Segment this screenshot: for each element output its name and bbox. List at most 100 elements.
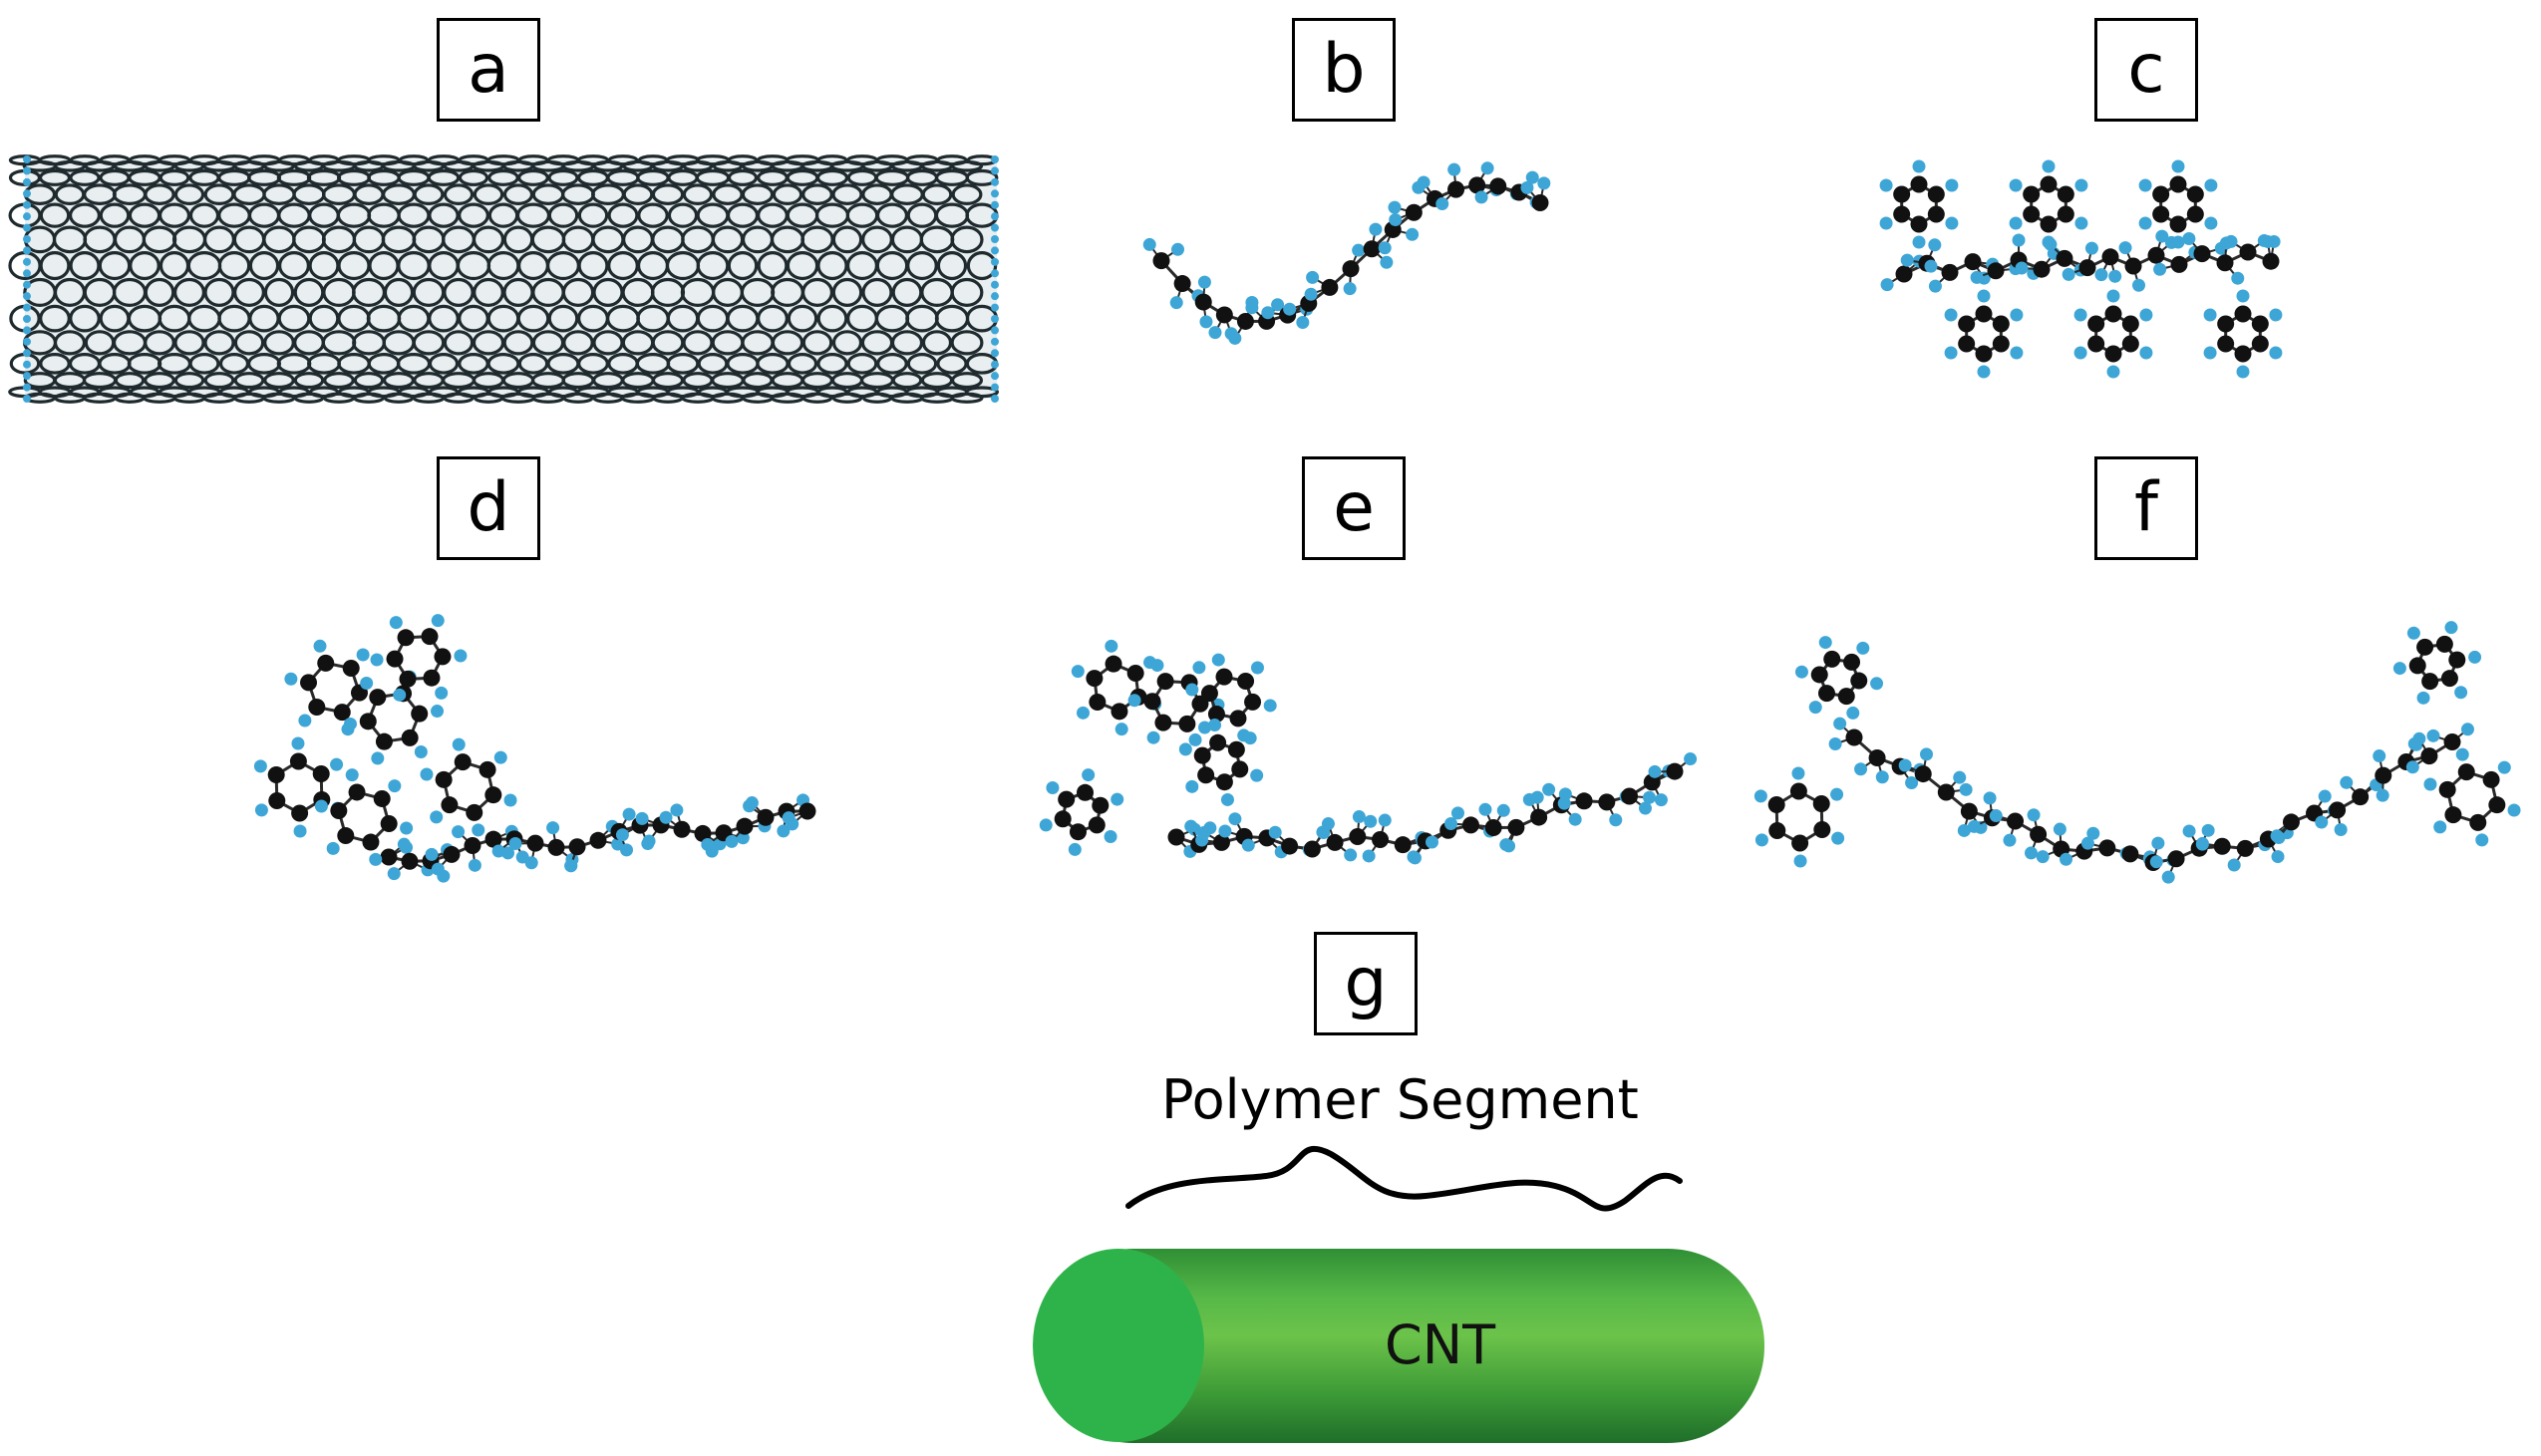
hydrogen-atom	[2073, 346, 2087, 360]
hydrogen-atom	[1150, 659, 1164, 673]
carbon-atom	[1941, 263, 1959, 281]
hydrogen-atom	[1243, 731, 1257, 745]
hydrogen-atom	[1920, 747, 1934, 761]
hydrogen-atom	[1199, 315, 1213, 329]
carbon-atom	[798, 802, 816, 820]
carbon-atom	[337, 827, 355, 845]
hydrogen-atom	[1197, 275, 1211, 289]
carbon-atom	[1363, 240, 1381, 258]
carbon-atom	[1193, 746, 1211, 764]
nanotube-ring	[637, 202, 669, 228]
nanotube-ring	[831, 330, 863, 356]
carbon-atom	[1791, 834, 1809, 852]
hydrogen-atom	[425, 847, 439, 861]
hydrogen-atom	[2042, 235, 2056, 249]
carbon-atom	[2057, 205, 2074, 223]
hydrogen-atom	[284, 672, 298, 686]
hydrogen-atom	[1071, 665, 1085, 679]
molecule-e	[1039, 639, 1698, 865]
hydrogen-atom	[1754, 833, 1768, 847]
carbon-atom	[1837, 688, 1855, 706]
hydrogen-atom	[2269, 308, 2283, 322]
nanotube-ring	[816, 304, 848, 333]
carbon-atom	[2440, 670, 2458, 688]
hydrogen-atom	[777, 824, 791, 838]
nanotube-end-atom	[23, 246, 31, 255]
hydrogen-atom	[1818, 636, 1832, 650]
nanotube-ring	[39, 202, 71, 228]
hydrogen-atom	[2171, 235, 2185, 249]
hydrogen-atom	[2203, 346, 2217, 360]
hydrogen-atom	[452, 737, 466, 751]
carbon-atom	[1326, 833, 1344, 851]
carbon-atom	[1200, 685, 1218, 703]
hydrogen-atom	[2042, 159, 2056, 173]
nanotube-ring	[950, 372, 984, 390]
carbon-atom	[1958, 335, 1976, 353]
nanotube-end-atom	[991, 212, 999, 221]
hydrogen-atom	[2182, 231, 2196, 245]
hydrogen-atom	[1245, 301, 1259, 315]
carbon-atom	[526, 834, 544, 852]
carbon-atom	[2482, 770, 2500, 788]
carbon-atom	[2147, 246, 2165, 264]
hydrogen-atom	[1875, 770, 1889, 784]
hydrogen-atom	[1808, 701, 1822, 715]
carbon-atom	[380, 848, 398, 866]
hydrogen-atom	[1263, 699, 1277, 713]
nanotube-ring	[443, 330, 475, 356]
hydrogen-atom	[2149, 855, 2163, 869]
carbon-atom	[2216, 254, 2234, 272]
hydrogen-atom	[1959, 782, 1973, 796]
hydrogen-atom	[2053, 822, 2066, 836]
carbon-atom	[2152, 205, 2170, 223]
nanotube-ring	[890, 330, 924, 356]
carbon-atom	[1937, 783, 1955, 801]
hydrogen-atom	[546, 821, 560, 835]
hydrogen-atom	[2094, 268, 2108, 282]
hydrogen-atom	[1425, 835, 1438, 849]
carbon-atom	[1910, 215, 1928, 233]
carbon-atom	[2213, 837, 2231, 855]
hydrogen-atom	[1648, 764, 1662, 778]
hydrogen-atom	[1352, 243, 1366, 257]
hydrogen-atom	[1542, 782, 1556, 796]
nanotube-ring	[547, 168, 579, 186]
nanotube-ring	[562, 330, 594, 356]
carbon-atom	[1868, 748, 1886, 766]
carbon-atom	[2098, 839, 2116, 857]
carbon-atom	[2169, 175, 2187, 193]
nanotube-ring	[831, 225, 863, 254]
carbon-atom	[1212, 833, 1230, 851]
nanotube-ring	[413, 183, 445, 205]
hydrogen-atom	[1296, 315, 1310, 329]
nanotube-end-atom	[23, 223, 31, 232]
nanotube-ring	[950, 392, 984, 404]
nanotube-ring	[577, 251, 609, 281]
carbon-atom	[757, 808, 775, 826]
hydrogen-atom	[1450, 806, 1464, 820]
carbon-atom	[268, 792, 286, 810]
hydrogen-atom	[393, 688, 407, 702]
nanotube-ring	[173, 330, 205, 356]
nanotube-ring	[547, 202, 579, 228]
molecule-f	[1753, 621, 2521, 884]
carbon-atom	[1845, 728, 1863, 746]
hydrogen-atom	[1321, 817, 1335, 831]
hydrogen-atom	[1905, 776, 1919, 790]
carbon-atom	[1321, 278, 1339, 296]
nanotube-end-atom	[991, 372, 999, 381]
hydrogen-atom	[2153, 262, 2167, 276]
hydrogen-atom	[2015, 261, 2029, 275]
hydrogen-atom	[1169, 296, 1183, 310]
nanotube-ring	[861, 277, 893, 307]
hydrogen-atom	[1185, 779, 1199, 793]
hydrogen-atom	[2426, 728, 2440, 742]
carbon-atom	[1960, 802, 1978, 820]
carbon-atom	[386, 650, 404, 668]
hydrogen-atom	[1447, 162, 1461, 176]
hydrogen-atom	[400, 821, 414, 835]
hydrogen-atom	[472, 823, 485, 837]
hydrogen-atom	[1793, 854, 1807, 868]
nanotube-ring	[188, 353, 220, 375]
